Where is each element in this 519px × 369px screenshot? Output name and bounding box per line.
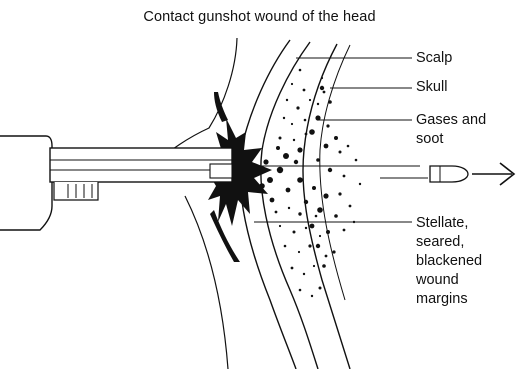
label-stellate-line: blackened <box>416 252 482 271</box>
bullet-icon <box>430 166 468 182</box>
label-stellate-line: wound <box>416 271 482 290</box>
arrow-right-icon <box>472 163 514 185</box>
label-gases-line: soot <box>416 130 486 149</box>
scalp-lower-contour <box>185 196 228 369</box>
dura-contour <box>320 45 350 300</box>
label-skull: Skull <box>416 78 447 97</box>
gun-muzzle-icon <box>0 136 232 230</box>
torn-scalp-flap-upper <box>214 92 228 122</box>
skull-diploe-stipple <box>275 69 328 297</box>
label-gases-and-soot: Gases and soot <box>416 111 486 149</box>
label-scalp: Scalp <box>416 49 452 68</box>
label-stellate-line: Stellate, <box>416 214 482 233</box>
label-stellate-line: margins <box>416 290 482 309</box>
label-stellate-line: seared, <box>416 233 482 252</box>
skull-outer-table <box>261 42 318 369</box>
skull-inner-table <box>303 44 350 369</box>
label-gases-line: Gases and <box>416 111 486 130</box>
torn-scalp-flap-lower <box>210 210 240 262</box>
label-stellate-wound-margins: Stellate, seared, blackened wound margin… <box>416 214 482 309</box>
